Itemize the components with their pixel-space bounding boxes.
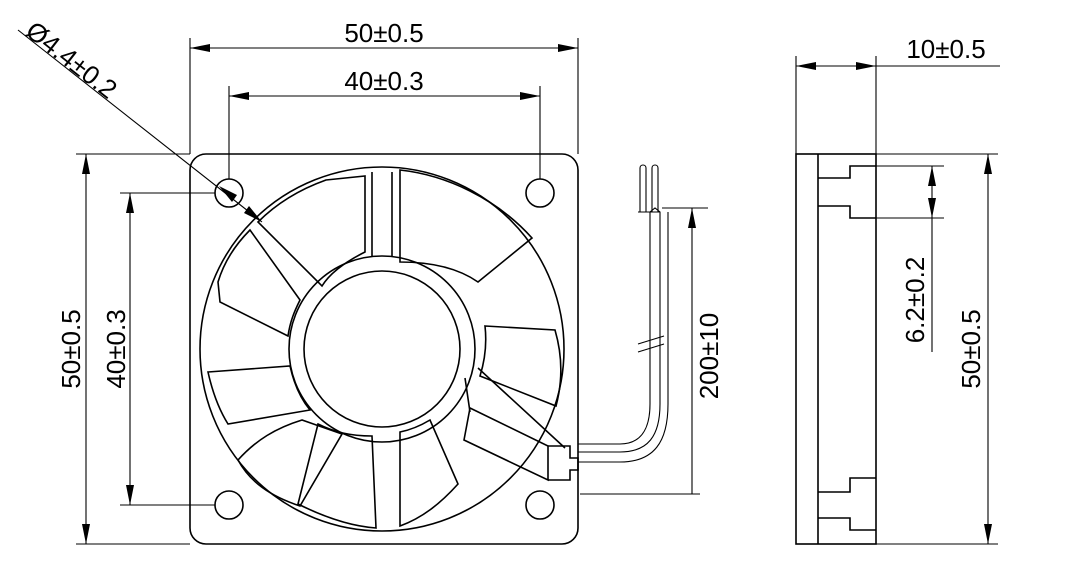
- fan-blade: [256, 175, 366, 288]
- dim-notch-height-label: 6.2±0.2: [900, 257, 930, 344]
- hub-inner: [303, 270, 461, 428]
- side-notch-bottom: [818, 477, 876, 531]
- mounting-hole-top-right: [525, 178, 555, 208]
- fan-blade: [399, 169, 534, 284]
- dim-hole-diameter: Ø4.4±0.2: [17, 15, 263, 223]
- spoke-right: [464, 367, 566, 449]
- lead-wire-outer: [578, 207, 661, 453]
- dim-height-holes: 40±0.3: [101, 192, 215, 506]
- dim-width-overall-label: 50±0.5: [344, 18, 423, 48]
- fan-blade: [479, 325, 562, 408]
- fan-blade: [297, 422, 377, 529]
- fan-blade: [237, 419, 344, 507]
- front-view: 50±0.5 40±0.3 Ø4.4±0.2 50±0.5 40±0.3: [17, 15, 724, 545]
- fan-blade: [207, 365, 312, 425]
- dim-width-holes-label: 40±0.3: [344, 66, 423, 96]
- dim-lead-length-label: 200±10: [694, 313, 724, 400]
- lead-exit-housing: [463, 406, 549, 482]
- dim-hole-diameter-label: Ø4.4±0.2: [20, 15, 123, 104]
- dim-thickness-label: 10±0.5: [906, 34, 985, 64]
- side-view: 10±0.5 6.2±0.2 50±0.5: [795, 34, 1000, 545]
- dim-lead-length: 200±10: [580, 207, 724, 495]
- venturi-ring: [199, 166, 565, 532]
- spoke-top: [371, 172, 393, 256]
- dim-side-height-overall: 50±0.5: [876, 153, 998, 545]
- dim-height-overall-label: 50±0.5: [56, 309, 86, 388]
- lead-exit-socket: [548, 445, 579, 481]
- side-notch-top: [818, 165, 876, 219]
- hub-outer: [288, 255, 476, 443]
- dim-height-holes-label: 40±0.3: [101, 309, 131, 388]
- dim-height-overall: 50±0.5: [56, 153, 190, 545]
- dim-notch-height: 6.2±0.2: [876, 165, 944, 352]
- dim-width-holes: 40±0.3: [228, 66, 541, 179]
- dim-side-height-overall-label: 50±0.5: [956, 309, 986, 388]
- fan-frame: [189, 153, 579, 545]
- fan-blade: [217, 228, 301, 338]
- lead-break-mark: [637, 335, 665, 353]
- lead-wire-inner: [578, 212, 669, 463]
- dim-width-overall: 50±0.5: [189, 18, 579, 154]
- dim-thickness: 10±0.5: [795, 34, 1000, 154]
- fan-blade: [399, 418, 459, 528]
- fan-side-body: [795, 153, 877, 545]
- lead-wire-ends: [638, 164, 660, 213]
- mounting-hole-bottom-left: [214, 490, 244, 520]
- mounting-hole-bottom-right: [525, 490, 555, 520]
